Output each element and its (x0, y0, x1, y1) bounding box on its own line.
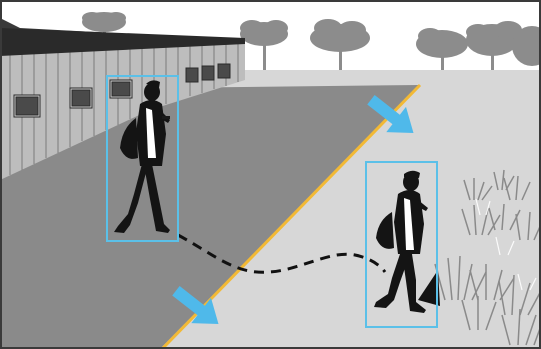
surveillance-scene (0, 0, 541, 349)
